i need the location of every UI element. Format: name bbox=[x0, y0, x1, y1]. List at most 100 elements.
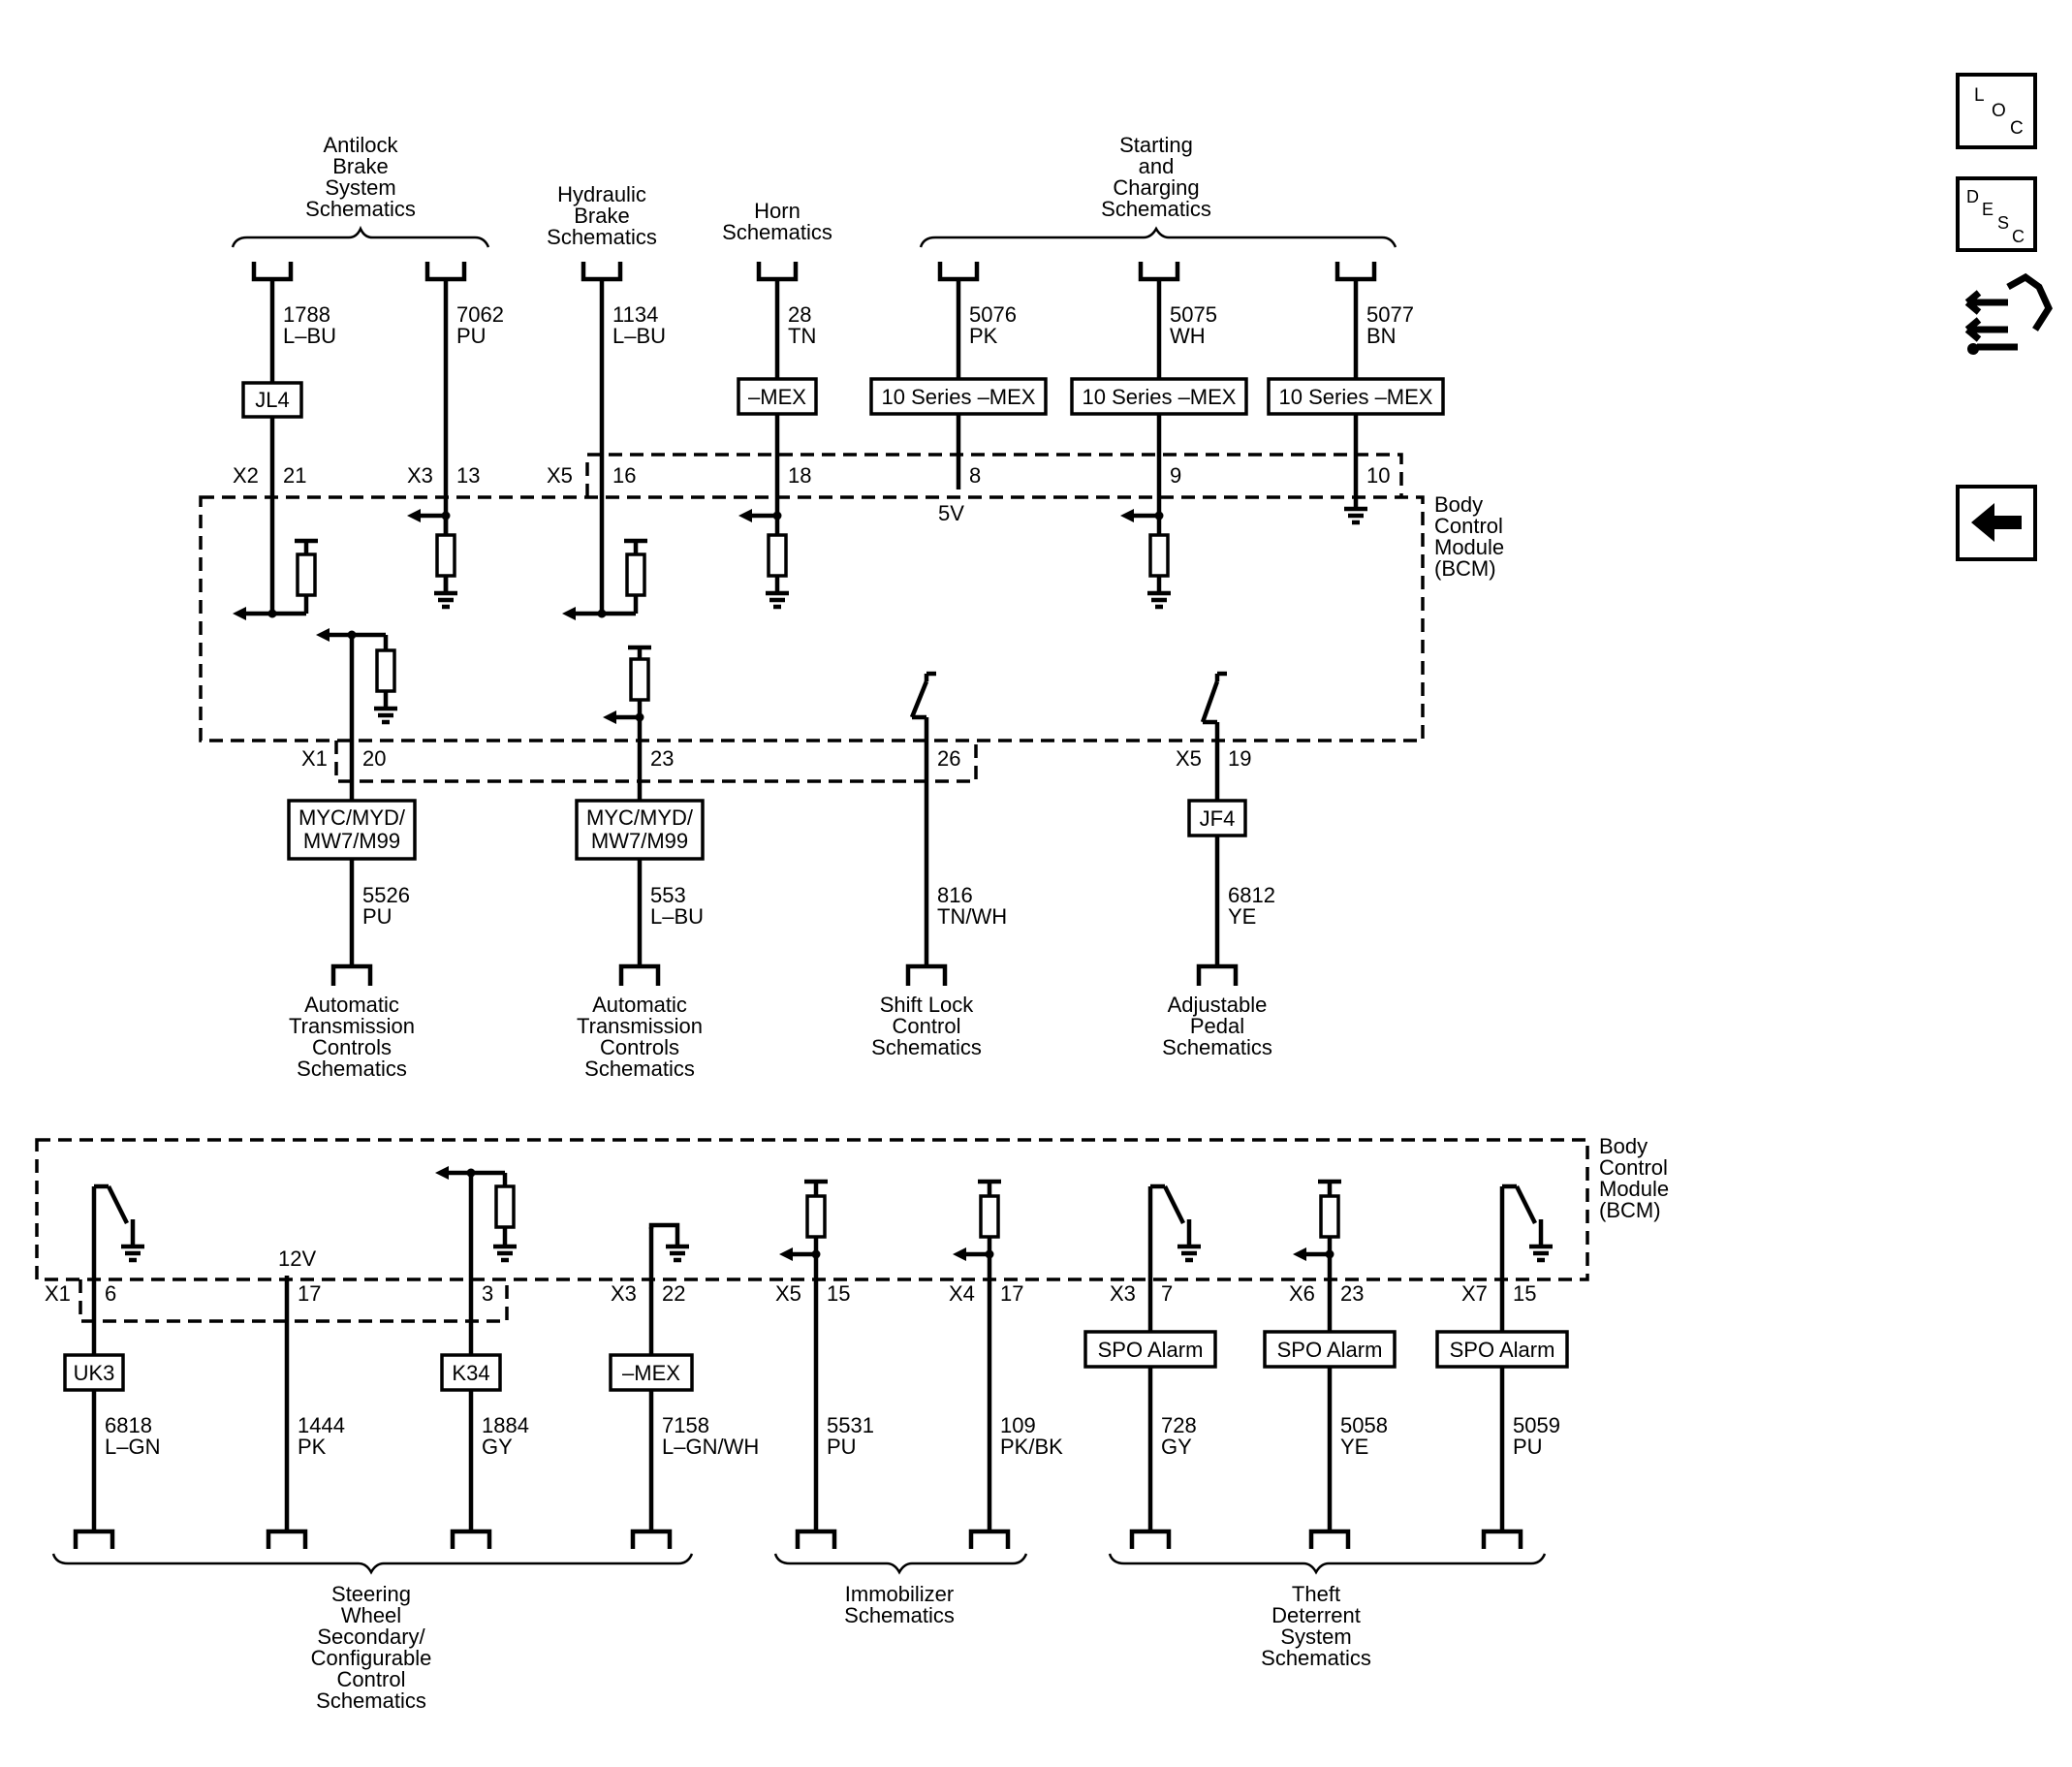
svg-text:Shift Lock: Shift Lock bbox=[880, 993, 975, 1017]
top-bcm-label: Body Control Module (BCM) bbox=[1434, 492, 1504, 581]
svg-text:O: O bbox=[1992, 101, 2006, 121]
svg-text:PU: PU bbox=[1513, 1435, 1543, 1459]
back-button[interactable] bbox=[1956, 485, 2037, 561]
svg-text:Automatic: Automatic bbox=[592, 993, 687, 1017]
svg-text:Antilock: Antilock bbox=[323, 133, 398, 157]
dest-shift-lock: Shift Lock Control Schematics bbox=[871, 993, 982, 1059]
svg-text:E: E bbox=[1982, 200, 1994, 219]
bottom-bcm-label: Body Control Module (BCM) bbox=[1599, 1134, 1669, 1222]
svg-text:Control: Control bbox=[893, 1014, 961, 1038]
bottom-wires bbox=[91, 1173, 1505, 1531]
top-bcm-outline bbox=[199, 453, 1425, 783]
top-brackets bbox=[231, 225, 1397, 248]
svg-text:Body: Body bbox=[1599, 1134, 1648, 1158]
svg-text:PK/BK: PK/BK bbox=[1000, 1435, 1063, 1459]
svg-text:Control: Control bbox=[1434, 514, 1503, 538]
svg-text:L: L bbox=[1974, 85, 1985, 106]
dest-theft: Theft Deterrent System Schematics bbox=[1261, 1582, 1371, 1670]
svg-text:Body: Body bbox=[1434, 492, 1483, 517]
top-option-boxes: JL4 –MEX 10 Series –MEX 10 Series –MEX 1… bbox=[241, 377, 1445, 861]
svg-text:5077: 5077 bbox=[1366, 302, 1414, 327]
svg-text:PK: PK bbox=[298, 1435, 327, 1459]
svg-text:15: 15 bbox=[1513, 1281, 1536, 1306]
svg-text:Schematics: Schematics bbox=[1162, 1035, 1272, 1059]
svg-text:15: 15 bbox=[827, 1281, 850, 1306]
svg-text:9: 9 bbox=[1170, 463, 1181, 488]
svg-text:PU: PU bbox=[456, 324, 487, 348]
connector-links-icon[interactable] bbox=[1964, 272, 2053, 355]
svg-text:Module: Module bbox=[1434, 535, 1504, 559]
svg-text:X5: X5 bbox=[547, 463, 573, 488]
svg-text:Schematics: Schematics bbox=[305, 197, 416, 221]
svg-text:Secondary/: Secondary/ bbox=[317, 1625, 425, 1649]
connector-28 bbox=[756, 262, 799, 282]
svg-text:D: D bbox=[1966, 187, 1979, 206]
svg-text:816: 816 bbox=[937, 883, 973, 907]
svg-text:and: and bbox=[1139, 154, 1175, 178]
svg-text:Control: Control bbox=[1599, 1155, 1668, 1180]
svg-text:Transmission: Transmission bbox=[289, 1014, 415, 1038]
option-10-series-1: 10 Series –MEX bbox=[882, 385, 1036, 409]
svg-text:5059: 5059 bbox=[1513, 1413, 1560, 1437]
svg-text:C: C bbox=[2012, 227, 2025, 246]
desc-button[interactable]: D E S C bbox=[1956, 176, 2037, 252]
svg-text:6812: 6812 bbox=[1228, 883, 1275, 907]
dest-starting: Starting and Charging Schematics bbox=[1101, 133, 1211, 221]
svg-text:(BCM): (BCM) bbox=[1599, 1198, 1661, 1222]
svg-text:System: System bbox=[1280, 1625, 1351, 1649]
svg-text:5076: 5076 bbox=[969, 302, 1017, 327]
svg-text:1134: 1134 bbox=[612, 302, 658, 327]
svg-text:X7: X7 bbox=[1461, 1281, 1488, 1306]
svg-text:17: 17 bbox=[298, 1281, 321, 1306]
svg-text:23: 23 bbox=[650, 746, 674, 771]
connector-5076 bbox=[937, 262, 980, 282]
connector-7062 bbox=[424, 262, 467, 282]
svg-text:L–GN/WH: L–GN/WH bbox=[662, 1435, 759, 1459]
svg-text:L–BU: L–BU bbox=[650, 904, 704, 929]
dest-atc-1: Automatic Transmission Controls Schemati… bbox=[289, 993, 415, 1081]
svg-text:7158: 7158 bbox=[662, 1413, 709, 1437]
svg-text:109: 109 bbox=[1000, 1413, 1036, 1437]
connector-5075 bbox=[1138, 262, 1180, 282]
svg-text:20: 20 bbox=[362, 746, 386, 771]
svg-text:PU: PU bbox=[362, 904, 392, 929]
svg-text:PK: PK bbox=[969, 324, 998, 348]
option-uk3: UK3 bbox=[74, 1361, 115, 1385]
connector-1134 bbox=[581, 262, 623, 282]
bottom-pin-labels: X1 6 17 3 X3 22 X5 15 X4 17 X3 7 X6 23 X… bbox=[45, 1281, 1536, 1306]
svg-text:13: 13 bbox=[456, 463, 480, 488]
bottom-12v-label: 12V bbox=[278, 1246, 316, 1271]
svg-text:Hydraulic: Hydraulic bbox=[557, 182, 646, 206]
svg-text:X3: X3 bbox=[611, 1281, 637, 1306]
bottom-bcm-internals bbox=[94, 1166, 1553, 1263]
svg-text:Steering: Steering bbox=[331, 1582, 411, 1606]
loc-button[interactable]: L O C bbox=[1956, 73, 2037, 149]
svg-text:(BCM): (BCM) bbox=[1434, 556, 1496, 581]
svg-text:17: 17 bbox=[1000, 1281, 1023, 1306]
svg-text:WH: WH bbox=[1170, 324, 1206, 348]
option-jf4: JF4 bbox=[1200, 806, 1236, 831]
svg-text:Schematics: Schematics bbox=[1101, 197, 1211, 221]
svg-text:Brake: Brake bbox=[574, 204, 629, 228]
svg-text:L–BU: L–BU bbox=[283, 324, 336, 348]
svg-text:7: 7 bbox=[1161, 1281, 1173, 1306]
svg-text:C: C bbox=[2010, 118, 2024, 139]
option-10-series-2: 10 Series –MEX bbox=[1083, 385, 1237, 409]
svg-text:28: 28 bbox=[788, 302, 811, 327]
svg-text:23: 23 bbox=[1340, 1281, 1364, 1306]
svg-text:Control: Control bbox=[337, 1667, 406, 1691]
svg-text:Schematics: Schematics bbox=[722, 220, 832, 244]
option-spo-alarm-1: SPO Alarm bbox=[1098, 1338, 1204, 1362]
svg-text:X5: X5 bbox=[775, 1281, 801, 1306]
svg-text:1884: 1884 bbox=[482, 1413, 529, 1437]
svg-text:Brake: Brake bbox=[332, 154, 388, 178]
svg-text:Controls: Controls bbox=[312, 1035, 392, 1059]
svg-text:22: 22 bbox=[662, 1281, 685, 1306]
svg-text:728: 728 bbox=[1161, 1413, 1197, 1437]
svg-text:1788: 1788 bbox=[283, 302, 330, 327]
option-myc-2b: MW7/M99 bbox=[591, 829, 688, 853]
svg-text:X4: X4 bbox=[949, 1281, 975, 1306]
top-pin-labels: X2 21 X3 13 X5 16 18 8 9 10 5V X1 20 23 … bbox=[233, 463, 1390, 771]
svg-text:1444: 1444 bbox=[298, 1413, 345, 1437]
